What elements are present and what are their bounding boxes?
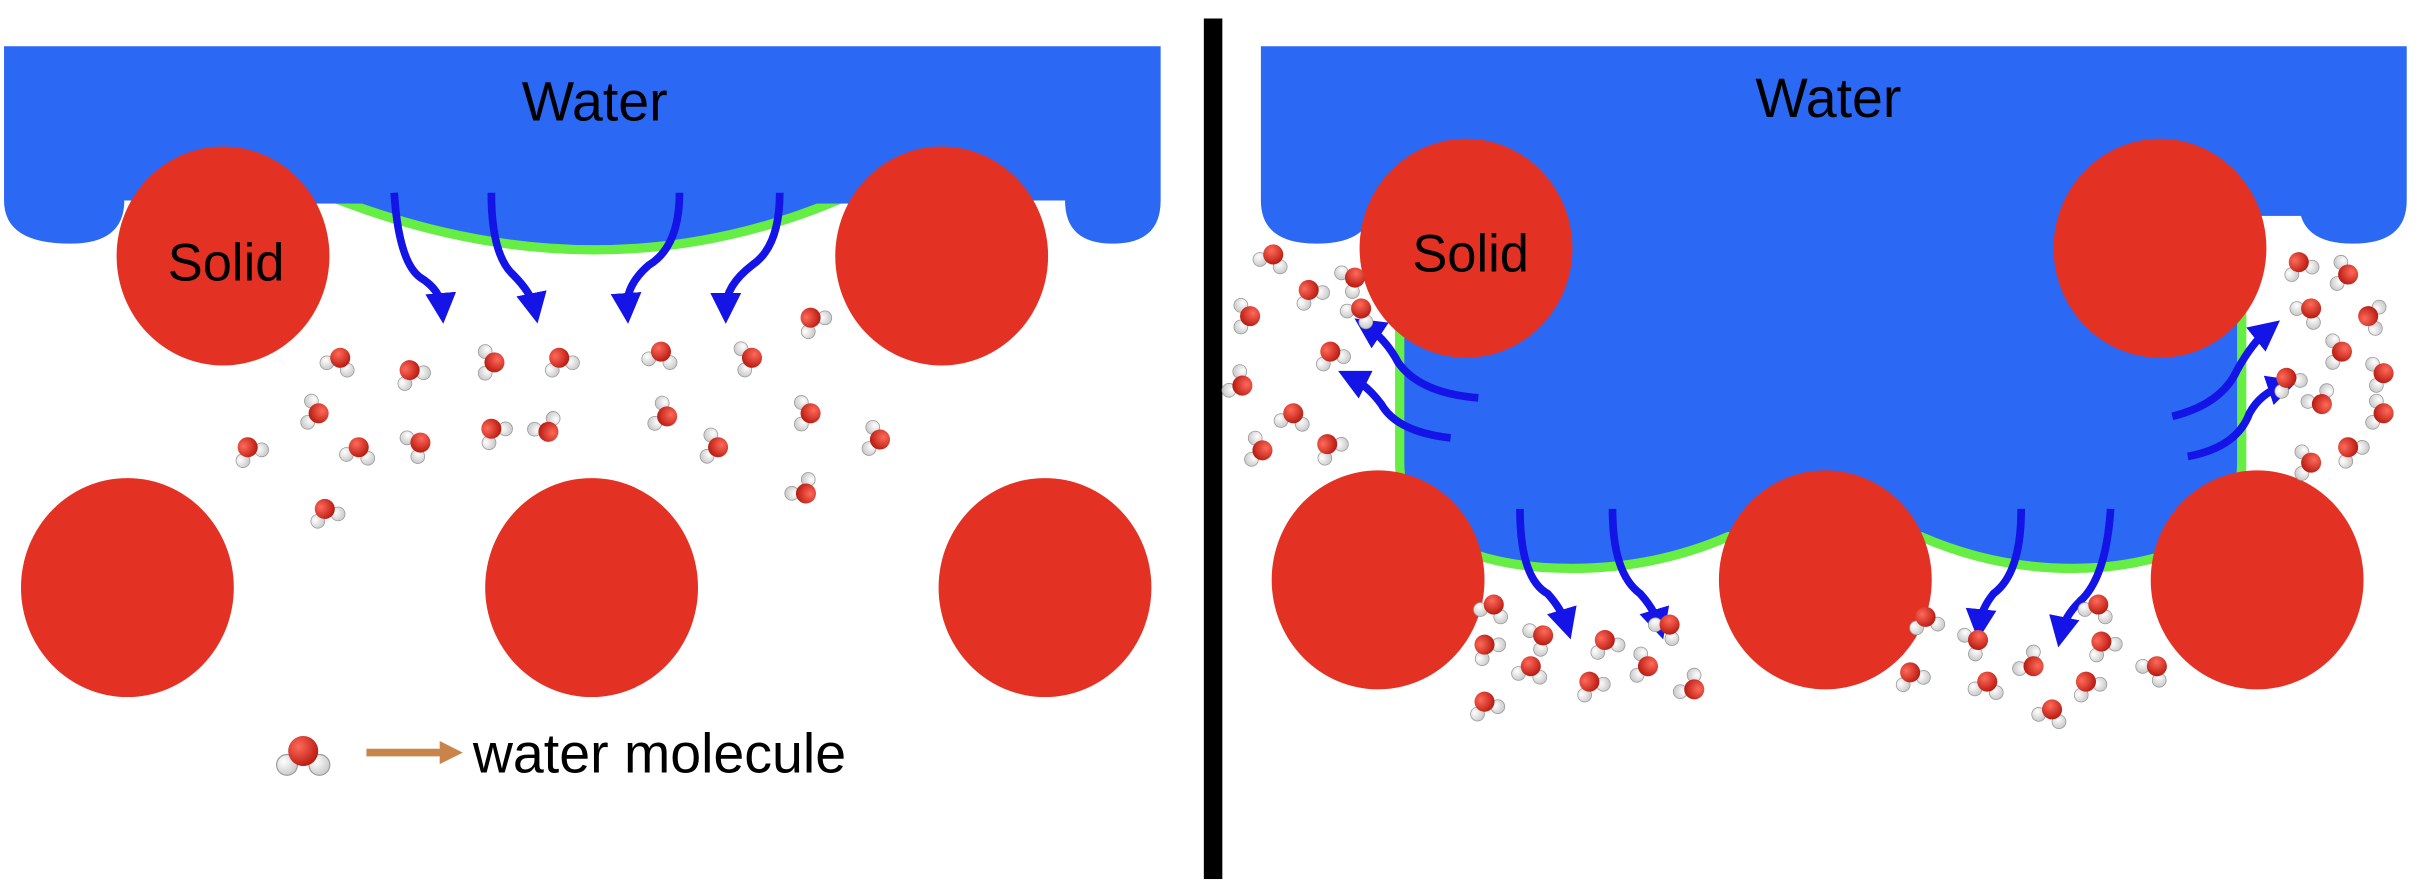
water-molecule — [733, 341, 762, 378]
solid-particle — [1271, 470, 1485, 690]
right-panel: Water Solid — [1221, 46, 2407, 730]
water-molecule — [1577, 671, 1611, 703]
solid-particle — [2053, 138, 2267, 358]
water-molecule — [2274, 367, 2308, 399]
solid-particle — [20, 478, 234, 698]
water-molecule — [2365, 356, 2394, 393]
water-molecule — [544, 347, 580, 378]
water-molecule — [2031, 699, 2067, 730]
flow-arrow — [390, 192, 457, 324]
legend-label: water molecule — [472, 723, 846, 785]
solid-particle — [835, 146, 1049, 366]
water-molecule — [1629, 646, 1658, 683]
water-molecule — [2300, 383, 2334, 415]
water-molecule — [339, 437, 376, 466]
water-molecule — [2077, 594, 2113, 625]
water-molecules — [1221, 244, 2394, 730]
water-label: Water — [522, 70, 668, 132]
flow-arrow — [1608, 508, 1670, 640]
water-molecule — [2358, 299, 2387, 336]
flow-arrow — [1338, 370, 1452, 442]
water-molecule — [1522, 623, 1554, 657]
flow-arrow — [2187, 375, 2298, 461]
water-molecule — [300, 393, 329, 430]
water-molecule — [2289, 298, 2322, 330]
water-molecule — [399, 430, 431, 464]
solid-label: Solid — [168, 235, 285, 293]
water-molecule — [2365, 393, 2394, 430]
water-molecule — [1957, 627, 1989, 662]
water-molecule — [1334, 265, 1365, 299]
water-molecule — [1473, 594, 1509, 625]
water-molecule — [397, 360, 431, 391]
water-label: Water — [1755, 67, 1901, 129]
solid-label: Solid — [1412, 225, 1529, 283]
water-molecule-icon — [276, 736, 331, 776]
left-panel: Water Solid water molecule — [4, 46, 1161, 785]
water-molecule — [699, 427, 729, 464]
water-molecule — [641, 341, 678, 370]
solid-particle — [116, 146, 330, 366]
flow-arrow — [1354, 318, 1479, 402]
solid-particle — [2150, 470, 2364, 690]
legend: water molecule — [276, 723, 846, 785]
water-molecule — [1967, 671, 2004, 700]
flow-arrows — [390, 192, 784, 324]
water-molecule — [2325, 333, 2352, 370]
flow-arrow — [2171, 320, 2280, 421]
water-molecule — [1315, 341, 1351, 372]
solid-particle — [485, 478, 698, 698]
water-molecule — [1317, 434, 1349, 466]
water-molecule — [527, 411, 561, 442]
solid-particle — [938, 478, 1152, 698]
water-molecule — [2329, 254, 2359, 291]
water-molecule — [2089, 631, 2123, 663]
water-molecule — [1511, 656, 1548, 685]
water-molecule — [1244, 430, 1273, 467]
water-molecule — [794, 395, 821, 432]
water-molecule — [1672, 667, 1705, 700]
panel-divider — [1203, 18, 1223, 880]
water-molecule — [319, 347, 355, 378]
flow-arrow — [1965, 508, 2026, 640]
water-molecules — [235, 307, 890, 529]
water-molecule — [647, 395, 678, 431]
water-molecule — [784, 472, 816, 504]
water-molecule — [2338, 437, 2370, 469]
water-molecule — [235, 437, 269, 468]
water-molecule — [2012, 644, 2044, 677]
water-molecule — [276, 736, 331, 776]
water-molecule — [481, 418, 513, 451]
water-molecule — [1339, 298, 1374, 330]
water-molecule — [310, 498, 346, 529]
water-molecule — [861, 419, 890, 456]
flow-arrow — [710, 192, 784, 324]
water-molecule — [1590, 629, 1626, 660]
flow-arrow — [487, 192, 547, 324]
water-molecule — [2294, 444, 2322, 481]
water-molecule — [477, 344, 505, 381]
water-molecule — [1233, 298, 1261, 335]
flow-arrow — [610, 192, 684, 324]
water-molecule — [800, 307, 833, 340]
water-molecule — [1296, 279, 1330, 311]
solid-particle — [1718, 470, 1932, 690]
water-molecule — [1252, 244, 1288, 275]
water-molecule — [1470, 691, 1506, 722]
water-molecule — [1221, 364, 1253, 398]
water-molecule — [2073, 671, 2108, 703]
water-molecule — [1895, 662, 1931, 693]
water-molecule — [1273, 403, 1310, 432]
flow-arrow — [2049, 508, 2115, 648]
water-molecule — [1648, 614, 1680, 646]
water-molecule — [1474, 634, 1507, 666]
flow-arrows — [1338, 318, 2298, 648]
solid-particle — [1359, 138, 1573, 358]
water-molecule — [2284, 252, 2320, 282]
water-molecule — [2135, 656, 2167, 688]
flow-arrow — [1516, 508, 1577, 640]
water-molecule — [1909, 606, 1946, 636]
